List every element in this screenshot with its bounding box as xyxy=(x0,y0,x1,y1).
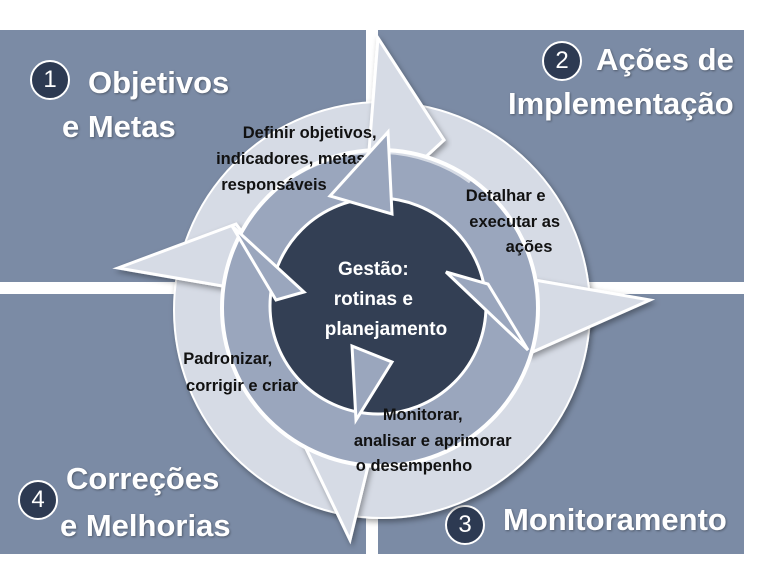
inner-arrowhead-1 xyxy=(327,128,394,217)
step-number-badge-4: 4 xyxy=(18,480,58,520)
quadrant-title-acoes-line2: Implementação xyxy=(508,86,734,121)
quadrant-title-correcoes-line2: e Melhorias xyxy=(60,508,231,543)
quadrant-title-correcoes-line1: Correções xyxy=(66,461,220,496)
step-number-badge-3: 3 xyxy=(445,505,485,545)
quadrant-title-objetivos-line2: e Metas xyxy=(62,109,176,144)
step-label-detalhar: Detalhar e executar as ações xyxy=(466,187,565,256)
step-number-badge-2: 2 xyxy=(542,41,582,81)
step-number-badge-1: 1 xyxy=(30,60,70,100)
step-label-monitorar: Monitorar, analisar e aprimorar o desemp… xyxy=(354,406,516,475)
step-label-definir: Definir objetivos, indicadores, metas e … xyxy=(216,124,384,194)
quadrant-title-monitoramento: Monitoramento xyxy=(503,502,727,537)
quadrant-title-objetivos-line1: Objetivos xyxy=(88,65,230,100)
inner-arrowhead-2 xyxy=(444,270,530,352)
inner-arrowhead-3 xyxy=(350,343,395,425)
step-label-padronizar: Padronizar, corrigir e criar xyxy=(183,350,298,395)
inner-arrowhead-4 xyxy=(230,224,307,302)
core-label: Gestão: rotinas e planejamento xyxy=(325,259,447,340)
quadrant-title-acoes-line1: Ações de xyxy=(596,42,734,77)
